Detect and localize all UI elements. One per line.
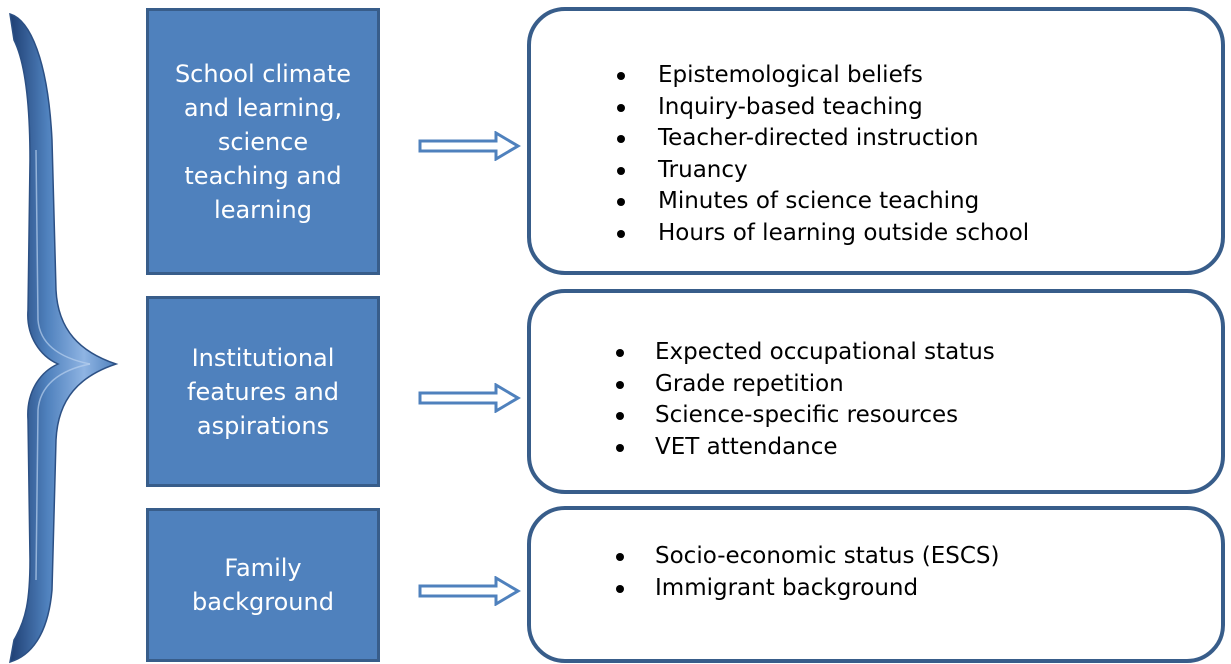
list-item: Grade repetition (531, 369, 1221, 401)
category-label: Family background (192, 554, 334, 616)
bullet-icon (617, 229, 625, 238)
list-item: Inquiry-based teaching (531, 92, 1221, 124)
list-item: Epistemological beliefs (531, 60, 1221, 92)
items-box-school-climate: Epistemological beliefs Inquiry-based te… (527, 7, 1225, 275)
bullet-icon (616, 443, 624, 452)
item-list: Expected occupational status Grade repet… (531, 337, 1221, 463)
bullet-icon (616, 584, 624, 593)
list-item: VET attendance (531, 432, 1221, 464)
item-list: Socio-economic status (ESCS) Immigrant b… (531, 541, 1221, 604)
bullet-icon (617, 135, 625, 143)
category-box-school-climate: School climate and learning, science tea… (146, 8, 380, 275)
bullet-icon (617, 103, 625, 112)
list-item: Expected occupational status (531, 337, 1221, 369)
list-item: Socio-economic status (ESCS) (531, 541, 1221, 573)
list-item: Hours of learning outside school (531, 218, 1221, 250)
category-label: Institutional features and aspirations (187, 343, 339, 440)
category-label: School climate and learning, science tea… (174, 59, 352, 224)
bullet-icon (616, 380, 624, 389)
category-box-family-background: Family background (146, 508, 380, 662)
bullet-icon (617, 166, 625, 175)
list-item: Truancy (531, 155, 1221, 187)
right-arrow-icon (418, 576, 521, 606)
list-item: Teacher-directed instruction (531, 123, 1221, 155)
bullet-icon (616, 349, 624, 357)
list-item: Immigrant background (531, 573, 1221, 605)
right-arrow-icon (418, 383, 521, 413)
bullet-icon (617, 198, 625, 206)
item-list: Epistemological beliefs Inquiry-based te… (531, 60, 1221, 249)
category-box-institutional-features: Institutional features and aspirations (146, 296, 380, 487)
curly-brace (9, 12, 119, 664)
right-arrow-icon (418, 131, 521, 161)
items-box-family-background: Socio-economic status (ESCS) Immigrant b… (527, 506, 1225, 663)
list-item: Minutes of science teaching (531, 186, 1221, 218)
bullet-icon (617, 72, 625, 80)
items-box-institutional-features: Expected occupational status Grade repet… (527, 289, 1225, 494)
bullet-icon (616, 412, 624, 420)
list-item: Science-specific resources (531, 400, 1221, 432)
bullet-icon (616, 553, 624, 561)
